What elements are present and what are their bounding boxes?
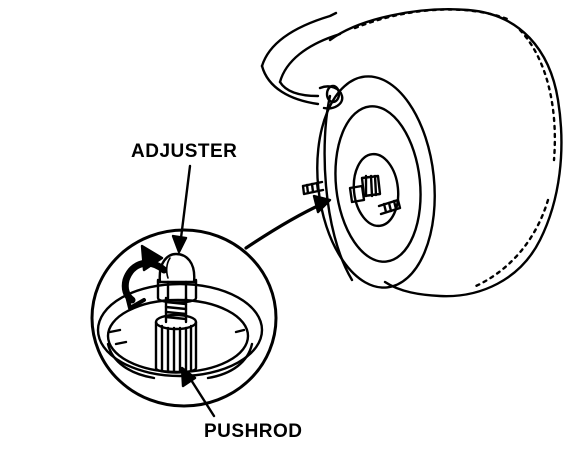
zoom-arrow xyxy=(244,194,332,250)
brake-booster xyxy=(316,8,563,298)
pushrod-leader xyxy=(180,366,216,418)
adjuster-label: ADJUSTER xyxy=(131,141,238,162)
pushrod-label: PUSHROD xyxy=(204,421,303,442)
pushrod-part xyxy=(154,313,198,374)
rotation-arrow xyxy=(121,244,168,310)
adjuster-leader xyxy=(171,164,192,254)
booster-studs xyxy=(301,174,402,216)
adjuster-nut xyxy=(156,252,198,304)
vacuum-hose xyxy=(260,11,344,110)
